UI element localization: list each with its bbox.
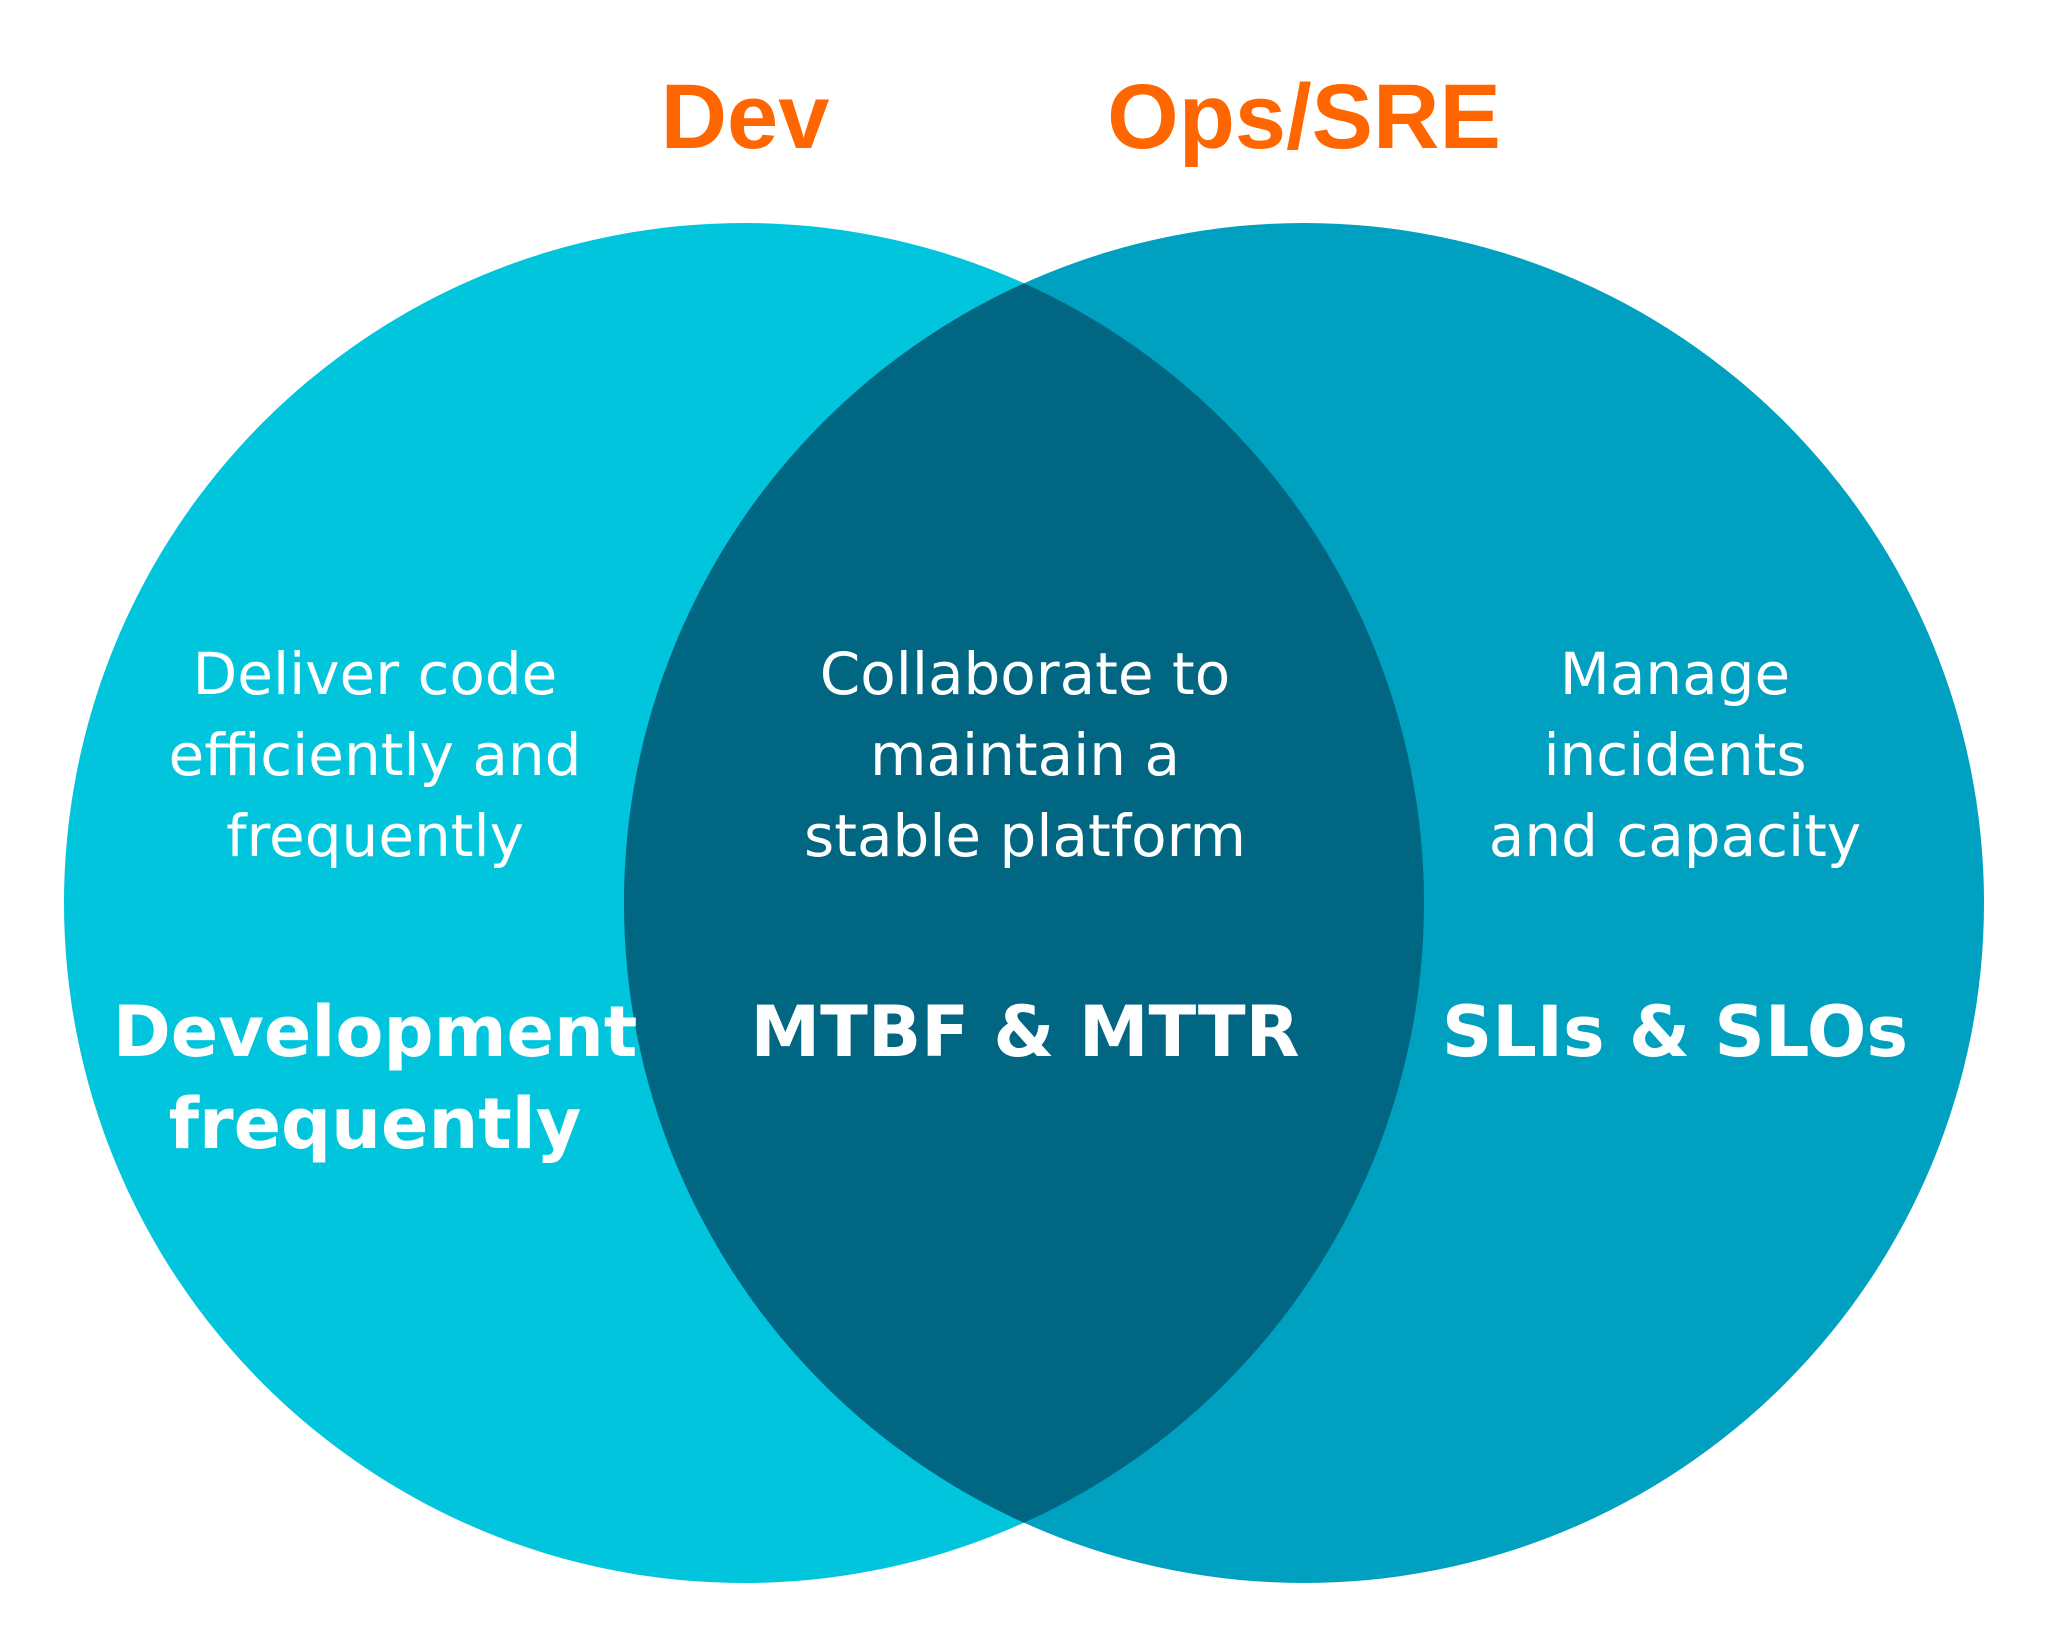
- shared-description-line: maintain a: [870, 721, 1180, 789]
- shared-description-line: stable platform: [804, 802, 1246, 870]
- dev-metric-line: Development: [113, 991, 638, 1073]
- dev-description-line: efficiently and: [169, 721, 582, 789]
- ops-description-line: Manage: [1560, 640, 1790, 708]
- dev-description-line: frequently: [226, 802, 524, 870]
- ops-description-line: and capacity: [1489, 802, 1861, 870]
- ops-metric-line: SLIs & SLOs: [1442, 991, 1908, 1073]
- overlap-region: [624, 223, 1424, 1583]
- dev-description-line: Deliver code: [193, 640, 558, 708]
- dev-title: Dev: [661, 66, 830, 168]
- shared-description-line: Collaborate to: [820, 640, 1231, 708]
- dev-metric-line: frequently: [169, 1083, 582, 1165]
- ops-title: Ops/SRE: [1107, 66, 1501, 168]
- ops-description-line: incidents: [1543, 721, 1806, 789]
- shared-metric-line: MTBF & MTTR: [750, 991, 1299, 1073]
